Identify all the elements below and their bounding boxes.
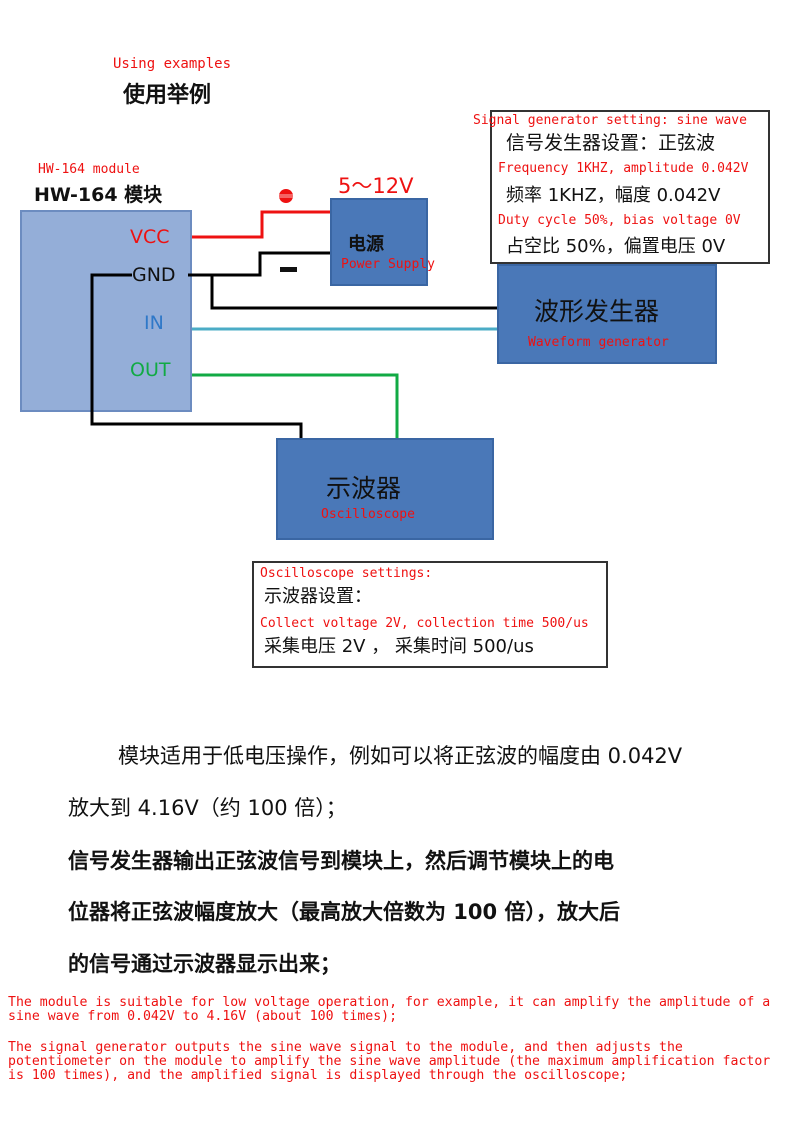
signal-settings-title-en: Signal generator setting: sine wave xyxy=(473,113,747,128)
description-cn-line2: 放大到 4.16V（约 100 倍）； xyxy=(68,796,347,820)
gnd-osc-wire xyxy=(90,273,303,440)
pin-vcc: VCC xyxy=(130,226,170,248)
osc-collect-cn: 采集电压 2V ， 采集时间 500/us xyxy=(264,636,534,657)
supply-voltage: 5～12V xyxy=(338,174,414,198)
power-supply-box xyxy=(330,198,428,286)
module-label-cn: HW-164 模块 xyxy=(34,184,163,206)
oscilloscope-box xyxy=(276,438,494,540)
osc-settings-title-en: Oscilloscope settings: xyxy=(260,566,433,581)
description-cn-line5: 的信号通过示波器显示出来； xyxy=(68,952,341,976)
description-cn-line1: 模块适用于低电压操作，例如可以将正弦波的幅度由 0.042V xyxy=(118,744,683,768)
module-label-en: HW-164 module xyxy=(38,162,140,177)
pin-in: IN xyxy=(144,312,164,334)
oscilloscope-label-cn: 示波器 xyxy=(326,474,402,503)
minus-symbol xyxy=(280,267,297,272)
description-en-para1: The module is suitable for low voltage o… xyxy=(8,995,771,1024)
waveform-generator-box xyxy=(497,264,717,364)
signal-freq-en: Frequency 1KHZ, amplitude 0.042V xyxy=(498,161,749,176)
vcc-wire xyxy=(192,210,330,239)
power-supply-label-cn: 电源 xyxy=(348,234,384,255)
signal-settings-frame xyxy=(490,110,770,264)
title-en: Using examples xyxy=(113,56,232,72)
oscilloscope-label-en: Oscilloscope xyxy=(321,507,415,522)
osc-settings-title-cn: 示波器设置： xyxy=(264,586,372,607)
signal-duty-en: Duty cycle 50%, bias voltage 0V xyxy=(498,213,741,228)
gnd-gen-wire xyxy=(210,275,498,310)
signal-duty-cn: 占空比 50%，偏置电压 0V xyxy=(506,236,726,257)
signal-freq-cn: 频率 1KHZ，幅度 0.042V xyxy=(506,185,721,206)
description-cn-line4: 位器将正弦波幅度放大（最高放大倍数为 100 倍），放大后 xyxy=(68,900,620,924)
pin-out: OUT xyxy=(130,359,171,381)
signal-settings-title-cn: 信号发生器设置：正弦波 xyxy=(506,132,716,154)
osc-collect-en: Collect voltage 2V, collection time 500/… xyxy=(260,616,589,631)
waveform-generator-label-en: Waveform generator xyxy=(528,335,669,350)
pin-gnd: GND xyxy=(132,264,176,286)
title-cn: 使用举例 xyxy=(123,83,212,108)
power-supply-label-en: Power Supply xyxy=(341,257,435,272)
out-wire xyxy=(192,373,399,440)
hw164-module xyxy=(20,210,192,412)
waveform-generator-label-cn: 波形发生器 xyxy=(534,297,660,326)
description-cn-line3: 信号发生器输出正弦波信号到模块上，然后调节模块上的电 xyxy=(68,849,614,873)
description-en-para2: The signal generator outputs the sine wa… xyxy=(8,1040,771,1083)
plus-symbol xyxy=(279,189,293,203)
gnd-power-wire xyxy=(188,251,330,277)
osc-settings-frame xyxy=(252,561,608,668)
